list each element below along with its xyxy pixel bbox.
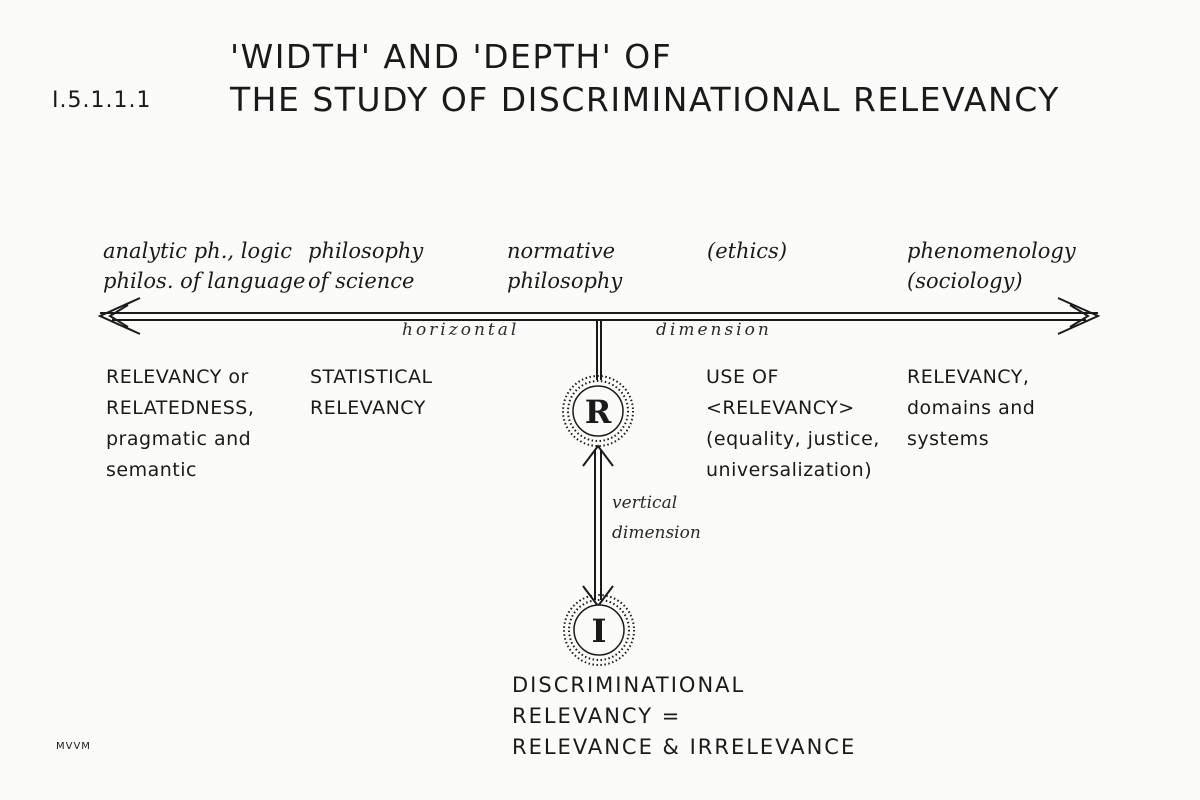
dimension-axis-label: dimension bbox=[656, 320, 772, 340]
horizontal-axis bbox=[97, 297, 1101, 335]
r-node-icon bbox=[562, 375, 634, 447]
relevancy-relatedness: RELEVANCY or RELATEDNESS, pragmatic and … bbox=[106, 366, 255, 481]
page-title-line-2: THE STUDY OF DISCRIMINATIONAL RELEVANCY bbox=[230, 80, 1060, 119]
relevancy-use-of: USE OF <RELEVANCY> (equality, justice, u… bbox=[706, 366, 880, 481]
relevancy-statistical: STATISTICAL RELEVANCY bbox=[310, 366, 433, 419]
discipline-analytic: analytic ph., logic philos. of language bbox=[103, 239, 306, 293]
discipline-philosophy-of-science: philosophy of science bbox=[308, 239, 424, 293]
discipline-normative: normative philosophy bbox=[507, 239, 623, 293]
vertical-axis bbox=[582, 444, 614, 608]
i-node-icon bbox=[563, 594, 635, 666]
left-arrowhead-icon bbox=[97, 297, 141, 335]
author-signature: MVVM bbox=[56, 741, 91, 752]
r-node-label: R bbox=[585, 393, 612, 431]
relevancy-domains-systems: RELEVANCY, domains and systems bbox=[907, 366, 1036, 450]
discipline-phenomenology: phenomenology (sociology) bbox=[907, 239, 1076, 293]
right-arrowhead-icon bbox=[1057, 297, 1101, 335]
discipline-ethics: (ethics) bbox=[707, 239, 788, 263]
vertical-axis-label: vertical dimension bbox=[612, 493, 701, 543]
horizontal-axis-label: horizontal bbox=[402, 320, 520, 340]
page-title-line-1: 'WIDTH' AND 'DEPTH' OF bbox=[230, 37, 673, 76]
discriminational-relevancy-definition: DISCRIMINATIONAL RELEVANCY = RELEVANCE &… bbox=[512, 673, 857, 759]
i-node-label: I bbox=[592, 612, 607, 650]
up-arrowhead-icon bbox=[582, 444, 614, 467]
section-number: I.5.1.1.1 bbox=[52, 88, 152, 113]
vertical-stem bbox=[596, 320, 602, 380]
